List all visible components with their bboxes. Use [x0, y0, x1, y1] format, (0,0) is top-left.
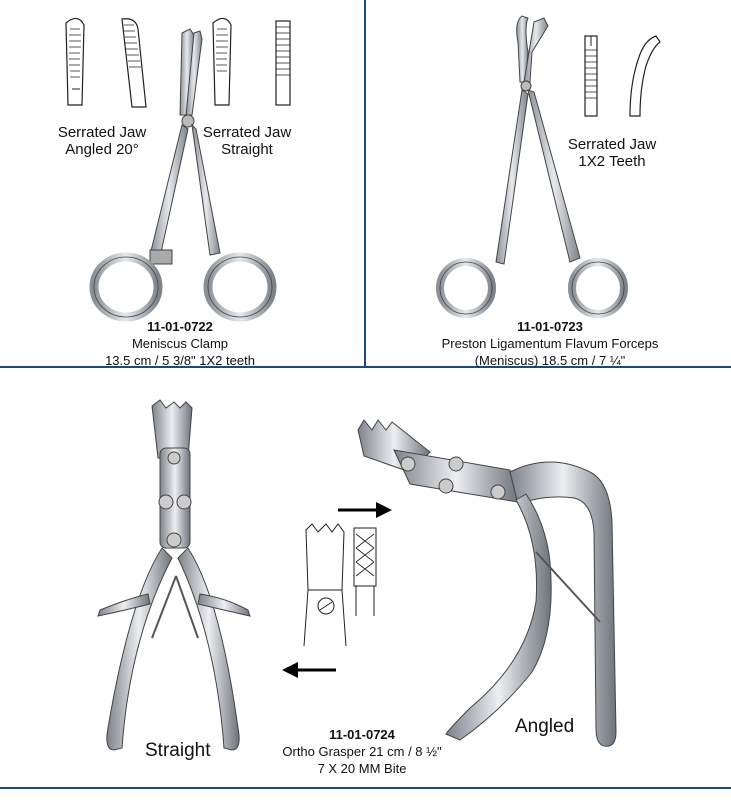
jaw-detail-angled-side-drawing — [121, 18, 147, 108]
ortho-grasper-straight-image — [97, 399, 251, 751]
jaw-detail-bite-drawing — [303, 523, 377, 647]
callout-line: Serrated Jaw — [202, 124, 292, 141]
product-bite: 7 X 20 MM Bite — [317, 761, 407, 776]
callout-serrated-angled: Serrated Jaw Angled 20° — [42, 124, 162, 158]
callout-line: Serrated Jaw — [57, 124, 147, 141]
label-angled: Angled — [515, 716, 575, 737]
product-caption-0724: 11-01-0724 Ortho Grasper 21 cm / 8 ½" 7 … — [262, 726, 462, 777]
jaw-detail-curved-drawing — [629, 35, 661, 117]
meniscus-clamp-image — [89, 28, 277, 322]
label-straight: Straight — [145, 740, 211, 761]
horizontal-divider-bottom — [0, 787, 731, 789]
horizontal-divider-top — [0, 366, 731, 368]
jaw-detail-angled-drawing — [65, 17, 85, 106]
callout-serrated-straight: Serrated Jaw Straight — [192, 124, 302, 158]
product-size: (Meniscus) 18.5 cm / 7 ¼" — [474, 353, 626, 368]
product-size: 13.5 cm / 5 3/8" 1X2 teeth — [105, 353, 255, 368]
product-name: Ortho Grasper 21 cm / 8 ½" — [282, 744, 442, 759]
jaw-detail-straight-side-drawing — [275, 20, 291, 106]
callout-serrated-1x2: Serrated Jaw 1X2 Teeth — [552, 136, 672, 170]
callout-line: Angled 20° — [65, 141, 139, 158]
callout-line: Straight — [221, 141, 273, 158]
product-code: 11-01-0724 — [329, 727, 395, 742]
product-caption-0723: 11-01-0723 Preston Ligamentum Flavum For… — [410, 318, 690, 369]
ortho-grasper-angled-image — [357, 419, 617, 747]
product-code: 11-01-0722 — [147, 319, 213, 334]
jaw-detail-straight-drawing — [212, 17, 232, 106]
preston-forceps-image — [436, 15, 628, 318]
product-code: 11-01-0723 — [517, 319, 583, 334]
jaw-detail-front-drawing — [584, 35, 598, 117]
callout-line: 1X2 Teeth — [578, 153, 646, 170]
vertical-divider — [364, 0, 366, 366]
arrow-right-icon — [338, 502, 392, 518]
arrow-left-icon — [282, 662, 336, 678]
product-name: Meniscus Clamp — [131, 336, 229, 351]
callout-line: Serrated Jaw — [567, 136, 657, 153]
product-name: Preston Ligamentum Flavum Forceps — [441, 336, 659, 351]
product-caption-0722: 11-01-0722 Meniscus Clamp 13.5 cm / 5 3/… — [60, 318, 300, 369]
